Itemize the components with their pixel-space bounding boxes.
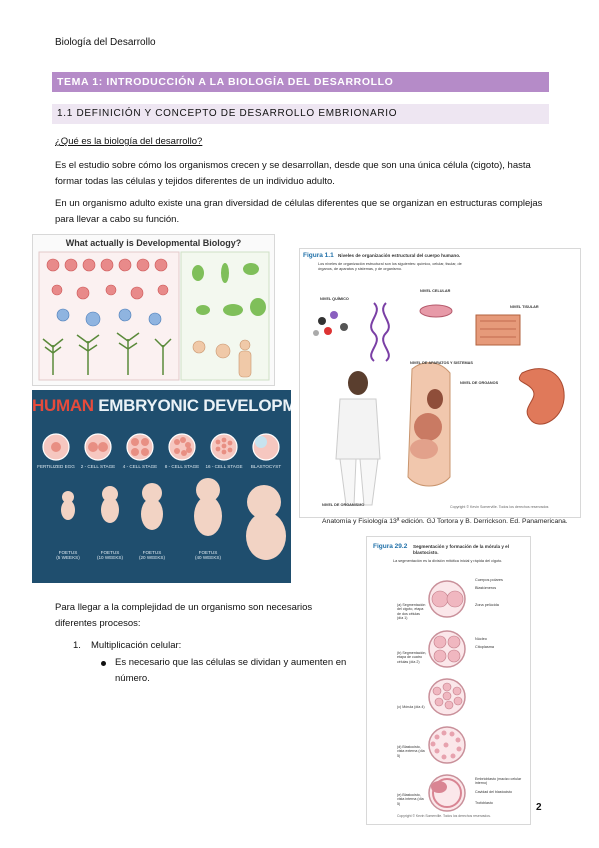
stage-label-1: FERTILIZED EGG (37, 464, 75, 469)
foetus-label-2: FOETUS (10 WEEKS) (96, 550, 124, 560)
fig11-level-tissue: NIVEL TISULAR (510, 305, 539, 309)
fig292-label: Figura 29.2 (373, 543, 408, 550)
fig292-label-blastomeros: Blastómeros (475, 586, 497, 590)
fig11-level-organism: NIVEL DE ORGANISMO (322, 503, 365, 507)
figure-1-1-levels-of-organization: Figura 1.1 Niveles de organización estru… (299, 248, 581, 518)
fig11-illustration (313, 302, 565, 506)
embryo-title-human: HUMAN (32, 396, 94, 415)
figure-developmental-biology: What actually is Developmental Biology? (32, 234, 275, 386)
fig292-title: Segmentación y formación de la mórula y … (413, 544, 509, 555)
paragraph-definition: Es el estudio sobre cómo los organismos … (55, 160, 531, 187)
fig292-stage-c: (c) Mórula (día 4) (397, 705, 425, 709)
fig292-label-embrioblasto: Embrioblasto (macizo celular interno) (475, 777, 522, 786)
fig11-level-organs: NIVEL DE ORGANOS (460, 381, 499, 385)
fig292-copyright: Copyright © Kevin Somerville. Todos los … (397, 814, 491, 818)
fig11-title: Niveles de organización estructural del … (338, 253, 461, 258)
bullet-dot-icon (101, 661, 106, 666)
embryo-title-rest: EMBRYONIC DEVELOPME (93, 396, 291, 415)
embryo-figure-title: HUMAN EMBRYONIC DEVELOPME (32, 396, 291, 416)
figure-1-1-caption: Anatomía y Fisiología 13ª edición. GJ To… (322, 518, 568, 525)
question-heading: ¿Qué es la biología del desarrollo? (55, 136, 203, 147)
fig292-label-nucleo: Núcleo (475, 637, 487, 641)
fig292-stage-a: (a) Segmentación del cigoto, etapa de do… (397, 603, 426, 621)
list-item-1: 1. Multiplicación celular: (73, 640, 181, 651)
fig292-label-cavidad: Cavidad del blastocisto (475, 790, 512, 794)
document-header: Biología del Desarrollo (55, 37, 156, 48)
fig292-label-trofoblasto: Trofoblasto (475, 801, 493, 805)
fig292-subtitle: La segmentación es la división mitótica … (393, 559, 503, 563)
dev-bio-illustration (38, 251, 270, 381)
section-heading-tema: TEMA 1: INTRODUCCIÓN A LA BIOLOGÍA DEL D… (52, 72, 549, 92)
fig292-stage-b: (b) Segmentación, etapa de cuatro célula… (397, 651, 427, 664)
paragraph-adult-cells: En un organismo adulto existe una gran d… (55, 198, 543, 225)
fig292-stage-d: (d) Blastocisto, vista externa (día 5) (397, 745, 425, 758)
stage-label-2: 2 - CELL STAGE (80, 464, 116, 469)
page-number: 2 (536, 802, 542, 813)
fig11-level-cellular: NIVEL CELULAR (420, 289, 451, 293)
fig292-label-citoplasma: Citoplasma (475, 645, 494, 649)
bullet-item: Es necesario que las células se dividan … (101, 655, 355, 687)
stage-label-6: BLASTOCYST (250, 464, 282, 469)
fig11-level-systems: NIVEL DE APARATOS Y SISTEMAS (410, 361, 473, 365)
stage-label-5: 16 - CELL STAGE (205, 464, 243, 469)
figure-dev-bio-title: What actually is Developmental Biology? (65, 238, 242, 248)
fig11-subtitle: Los niveles de organización estructural … (318, 262, 462, 271)
fig292-stage-e: (e) Blastocisto, vista interna (día 5) (397, 793, 424, 806)
bullet-text: Es necesario que las células se dividan … (115, 657, 347, 684)
list-number: 1. (73, 640, 81, 651)
list-label: Multiplicación celular: (91, 640, 182, 651)
foetus-label-4: FOETUS (40 WEEKS) (194, 550, 222, 560)
figure-human-embryonic-development: HUMAN EMBRYONIC DEVELOPME FERTILIZED EGG (32, 390, 291, 583)
subsection-heading: 1.1 DEFINICIÓN Y CONCEPTO DE DESARROLLO … (52, 104, 549, 124)
fig11-level-chemical: NIVEL QUÍMICO (320, 297, 349, 301)
fig292-label-zona-pelucida: Zona pelúcida (475, 603, 499, 607)
paragraph-processes: Para llegar a la complejidad de un organ… (55, 602, 313, 629)
embryo-illustration (42, 433, 286, 560)
fig292-label-cuerpos-polares: Cuerpos polares (475, 578, 503, 582)
stage-label-4: 8 - CELL STAGE (164, 464, 200, 469)
stage-label-3: 4 - CELL STAGE (122, 464, 158, 469)
fig11-label: Figura 1.1 (303, 252, 334, 259)
foetus-label-3: FOETUS (20 WEEKS) (138, 550, 166, 560)
foetus-label-1: FOETUS (5 WEEKS) (56, 550, 80, 560)
fig292-illustration (428, 580, 466, 812)
fig11-copyright: Copyright © Kevin Somerville. Todos los … (450, 505, 549, 509)
figure-29-2-segmentation: Figura 29.2 Segmentación y formación de … (366, 536, 531, 825)
